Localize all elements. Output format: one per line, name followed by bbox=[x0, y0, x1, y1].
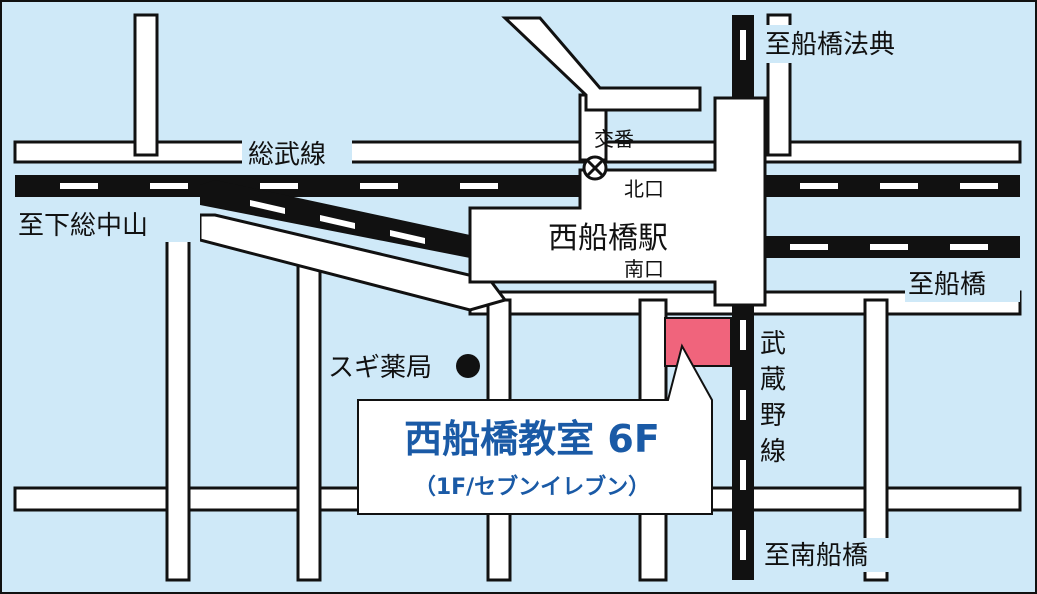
callout-subtitle: （1F/セブンイレブン） bbox=[414, 474, 650, 500]
callout-title: 西船橋教室 6F bbox=[404, 417, 660, 461]
railway-branch bbox=[200, 180, 1020, 258]
svg-text:武: 武 bbox=[760, 329, 786, 359]
label-to-shimousa-nakayama: 至下総中山 bbox=[18, 211, 148, 241]
pharmacy-dot-icon bbox=[456, 354, 480, 378]
police-box-icon bbox=[582, 155, 608, 181]
railway-sobu bbox=[15, 175, 1020, 197]
label-sugi-pharmacy: スギ薬局 bbox=[328, 353, 432, 383]
road-v1 bbox=[165, 218, 191, 582]
road-network bbox=[13, 13, 1022, 582]
label-north-exit: 北口 bbox=[624, 177, 664, 201]
label-koban: 交番 bbox=[594, 127, 634, 151]
svg-text:線: 線 bbox=[760, 437, 786, 467]
svg-text:蔵: 蔵 bbox=[760, 365, 786, 395]
label-sobu-line: 総武線 bbox=[248, 140, 326, 170]
station-building bbox=[468, 96, 767, 307]
road-v2 bbox=[296, 258, 322, 582]
label-station: 西船橋駅 bbox=[548, 221, 668, 256]
label-to-minami-funabashi: 至南船橋 bbox=[764, 541, 868, 571]
label-to-funabashi-hoten: 至船橋法典 bbox=[765, 30, 895, 60]
label-to-funabashi: 至船橋 bbox=[908, 270, 986, 300]
destination-callout: 西船橋教室 6F （1F/セブンイレブン） bbox=[357, 343, 713, 515]
destination-marker bbox=[664, 317, 732, 367]
road-v5 bbox=[863, 298, 889, 582]
svg-text:野: 野 bbox=[760, 401, 786, 431]
road-north bbox=[13, 140, 1022, 164]
map-labels: 至船橋法典 総武線 交番 北口 西船橋駅 南口 至下総中山 至船橋 武 蔵 野 … bbox=[15, 25, 1020, 572]
road-left-top bbox=[133, 13, 159, 157]
label-south-exit: 南口 bbox=[624, 257, 664, 281]
road-diagonal-north bbox=[501, 16, 702, 112]
station-outline bbox=[468, 96, 767, 307]
label-musashino-line: 武 蔵 野 線 bbox=[760, 329, 786, 467]
